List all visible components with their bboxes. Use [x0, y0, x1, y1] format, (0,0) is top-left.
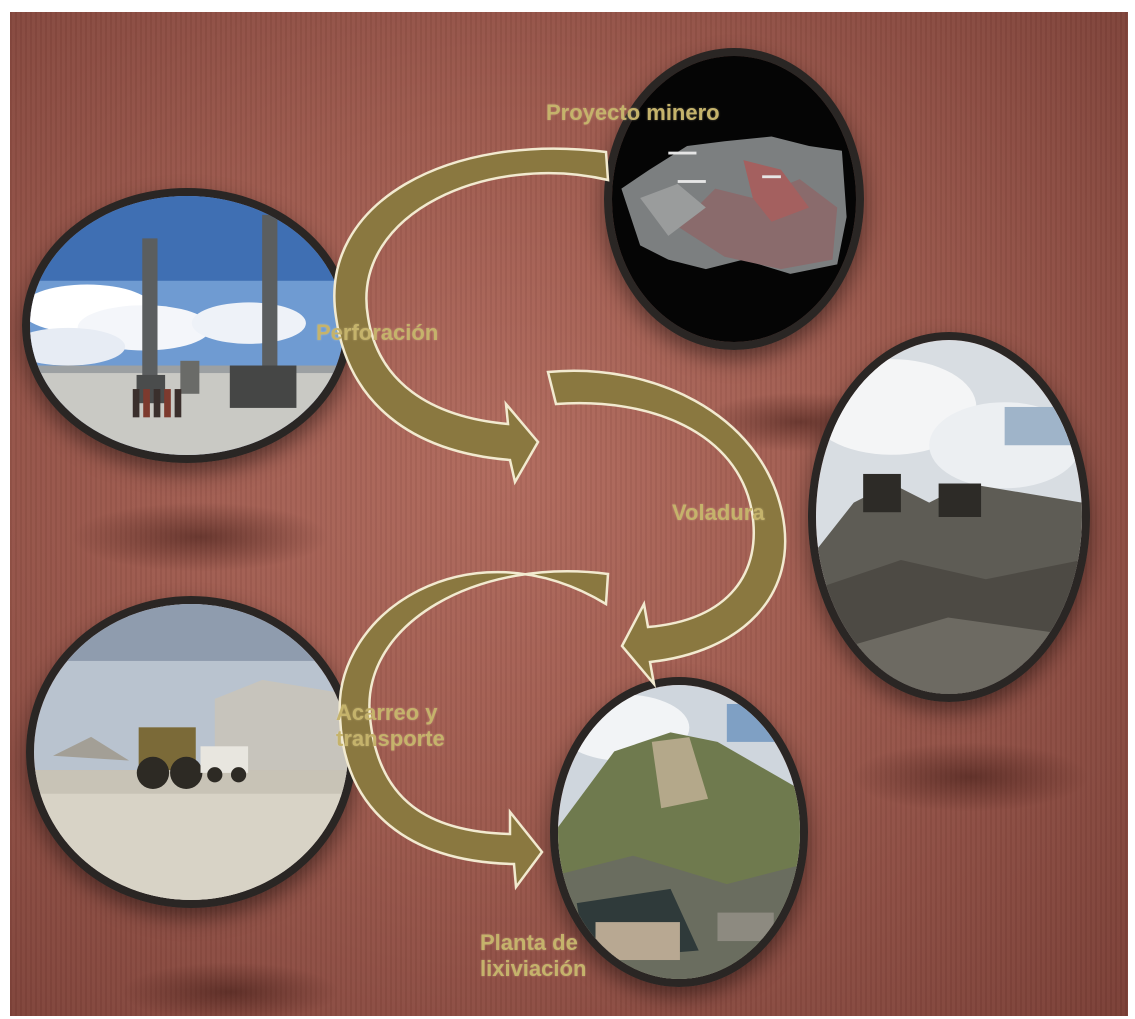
step-label-acarreo-transporte: Acarreo y transporte [336, 700, 445, 751]
mining-project-model-photo [604, 48, 864, 350]
step-label-voladura: Voladura [672, 500, 765, 525]
process-arrows [333, 147, 787, 891]
decorative-shadow [120, 962, 340, 1016]
decorative-shadow [70, 502, 330, 572]
curved-arrow-2 [546, 369, 787, 689]
leaching-plant-photo [550, 677, 808, 987]
step-label-planta-lixiviacion: Planta de lixiviación [480, 930, 587, 981]
curved-arrow-1 [333, 147, 610, 486]
decorative-shadow [850, 742, 1090, 812]
process-diagram-slide: Proyecto minero Perforación Voladura Aca… [10, 12, 1128, 1016]
blasting-site-photo [808, 332, 1090, 702]
curved-arrow-3 [338, 570, 610, 891]
step-label-perforacion: Perforación [316, 320, 439, 345]
step-label-proyecto-minero: Proyecto minero [546, 100, 720, 125]
